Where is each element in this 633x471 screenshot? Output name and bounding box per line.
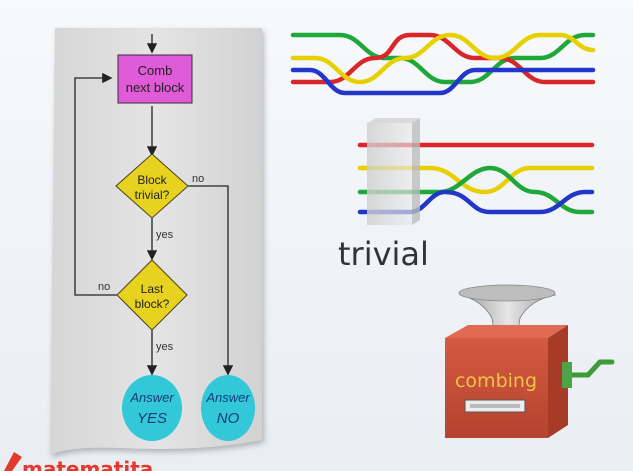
trivial-block-prism [367, 118, 420, 225]
braid-strand-yellow [290, 32, 596, 85]
answer-no-line1: Answer [205, 390, 250, 405]
decision2-line2: block? [135, 297, 170, 311]
comb-box-line2: next block [126, 80, 185, 95]
braid-strand-green [290, 32, 596, 85]
edge-label-no-2: no [98, 281, 110, 293]
flowchart-panel: Comb next block Block trivial? Last bloc… [50, 28, 262, 455]
answer-no-node: Answer NO [201, 375, 255, 441]
machine-label: combing [455, 370, 537, 392]
crank-handle [565, 359, 615, 378]
paper-sheet [50, 28, 262, 455]
answer-yes-line2: YES [137, 410, 167, 427]
decision2-line1: Last [141, 282, 164, 296]
answer-no-line2: NO [217, 410, 240, 427]
decision1-line1: Block [137, 173, 167, 187]
trivial-label: trivial [338, 235, 429, 273]
mid-strand-blue [357, 189, 595, 215]
last-block-decision: Last block? [116, 259, 188, 331]
comb-next-block-box: Comb next block [117, 54, 193, 104]
matematita-logo: matematita [4, 452, 153, 471]
braid-strand-blue [290, 67, 596, 96]
answer-yes-node: Answer YES [122, 375, 182, 441]
block-trivial-decision: Block trivial? [115, 153, 189, 219]
comb-box-line1: Comb [138, 63, 173, 78]
braid-strand-red [290, 32, 596, 85]
logo-text: matematita [22, 457, 153, 471]
mid-strand-yellow [357, 165, 595, 195]
pencil-icon [4, 452, 22, 471]
edge-label-no-1: no [192, 173, 204, 185]
braid-illustration-top [290, 32, 596, 96]
decision1-line2: trivial? [135, 188, 170, 202]
edge-label-yes-1: yes [156, 229, 174, 241]
answer-yes-line1: Answer [129, 390, 174, 405]
flowchart-connectors [74, 34, 234, 376]
edge-label-yes-2: yes [156, 341, 174, 353]
combing-machine: combing [445, 284, 615, 438]
